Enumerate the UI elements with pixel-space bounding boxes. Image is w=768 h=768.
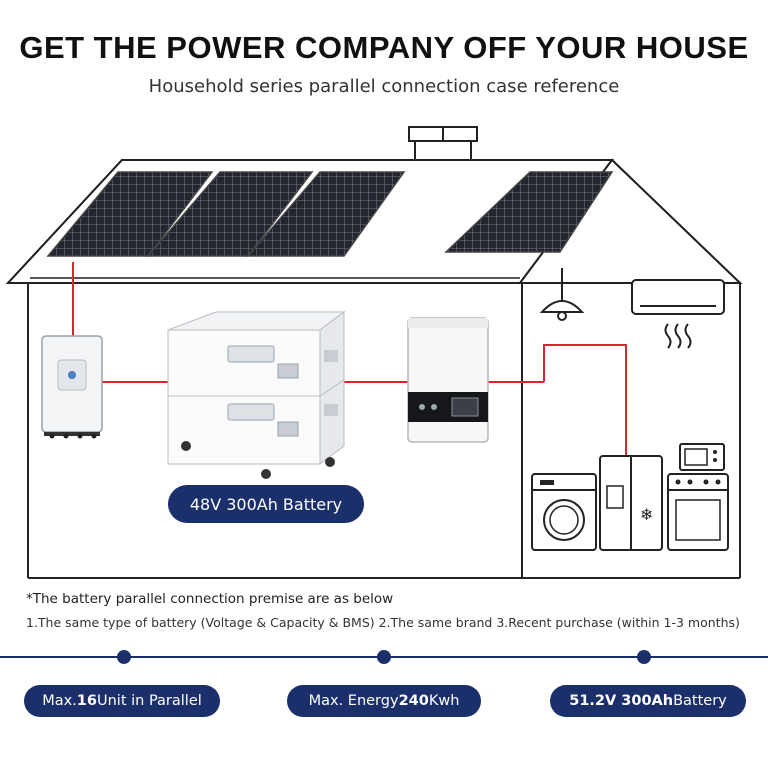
pendant-lamp-icon bbox=[539, 268, 585, 321]
battery-cabinet-icon bbox=[167, 311, 346, 479]
inverter-icon bbox=[41, 335, 103, 439]
air-conditioner-icon bbox=[631, 279, 725, 349]
pill-value: 16 bbox=[76, 693, 97, 709]
page-subtitle: Household series parallel connection cas… bbox=[148, 76, 620, 97]
pill-suffix: Kwh bbox=[428, 693, 460, 709]
pill-suffix: Battery bbox=[673, 693, 727, 709]
pill-value: 51.2V 300Ah bbox=[569, 693, 674, 709]
hybrid-inverter-icon bbox=[407, 317, 489, 443]
premise-conditions: 1.The same type of battery (Voltage & Ca… bbox=[26, 615, 740, 630]
microwave-icon bbox=[679, 443, 725, 471]
timeline-dot bbox=[377, 650, 391, 664]
page-title: GET THE POWER COMPANY OFF YOUR HOUSE bbox=[19, 30, 749, 65]
pill-suffix: Unit in Parallel bbox=[96, 693, 202, 709]
pill-value: 240 bbox=[398, 693, 429, 709]
battery-label: 48V 300Ah Battery bbox=[168, 485, 364, 523]
red-wiring bbox=[72, 262, 627, 470]
solar-panel-icon bbox=[46, 171, 614, 257]
parallel-units-pill: Max. 16 Unit in Parallel bbox=[24, 685, 220, 717]
timeline-dot bbox=[117, 650, 131, 664]
pill-prefix: Max. Energy bbox=[308, 693, 399, 709]
svg-text:❄: ❄ bbox=[640, 505, 653, 524]
timeline-dot bbox=[637, 650, 651, 664]
battery-spec-pill: 51.2V 300Ah Battery bbox=[550, 685, 746, 717]
premise-note: *The battery parallel connection premise… bbox=[26, 591, 394, 607]
house-illustration: ❄ bbox=[5, 126, 743, 579]
refrigerator-icon: ❄ bbox=[599, 455, 663, 551]
washing-machine-icon bbox=[531, 473, 597, 551]
stove-icon bbox=[667, 473, 729, 551]
pill-prefix: Max. bbox=[42, 693, 77, 709]
